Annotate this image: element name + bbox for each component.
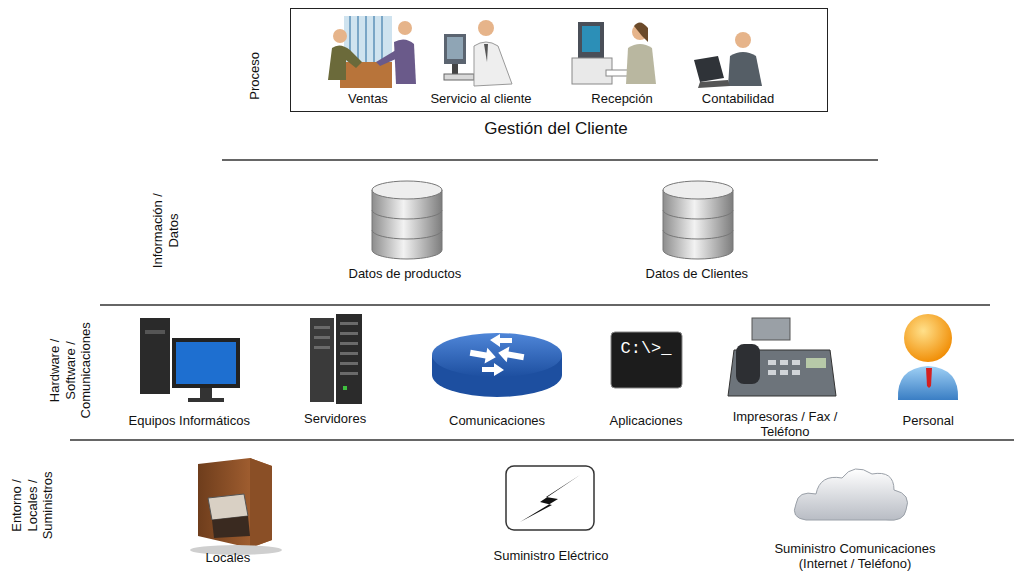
process-label: Servicio al cliente [430,91,531,107]
reception-figure [572,22,656,84]
accounting-figure [694,32,762,88]
separator-line [70,160,1014,440]
layer-label: Proceso [247,36,263,116]
service-figure [444,20,512,86]
layer-label: Entorno / Locales / Suministros [9,462,56,547]
component-label: Impresoras / Fax / Teléfono [723,409,848,440]
environment-label: Locales [206,550,251,566]
component-label: Servidores [304,411,366,427]
database-icon [663,181,733,259]
sales-figure [328,16,416,88]
data-label: Datos de productos [349,266,462,282]
power-icon [506,466,594,530]
component-label: Aplicaciones [610,413,683,429]
layer-label: Hardware / Software / Comunicaciones [47,315,94,425]
database-icon [372,181,442,259]
fax-icon [728,318,836,396]
process-label: Contabilidad [702,91,774,107]
environment-label: Suministro Eléctrico [494,548,609,564]
terminal-prompt: C:\>_ [621,339,672,359]
component-label: Equipos Informáticos [129,413,250,429]
computer-icon [140,318,240,402]
building-icon [190,458,282,555]
process-group-box: Ventas Servicio al cliente Recepción Contab… [290,8,828,112]
layer-label: Información / Datos [149,188,180,273]
process-label: Ventas [348,91,388,107]
person-icon [898,314,958,400]
cloud-icon [794,469,907,520]
environment-label: Suministro Comunicaciones (Internet / Te… [765,541,945,572]
process-label: Recepción [591,91,652,107]
component-label: Comunicaciones [449,413,545,429]
terminal-icon [611,332,682,388]
component-label: Personal [903,413,954,429]
group-title: Gestión del Cliente [484,119,628,139]
data-label: Datos de Clientes [646,266,749,282]
server-icon [310,314,362,404]
router-icon [432,333,562,397]
